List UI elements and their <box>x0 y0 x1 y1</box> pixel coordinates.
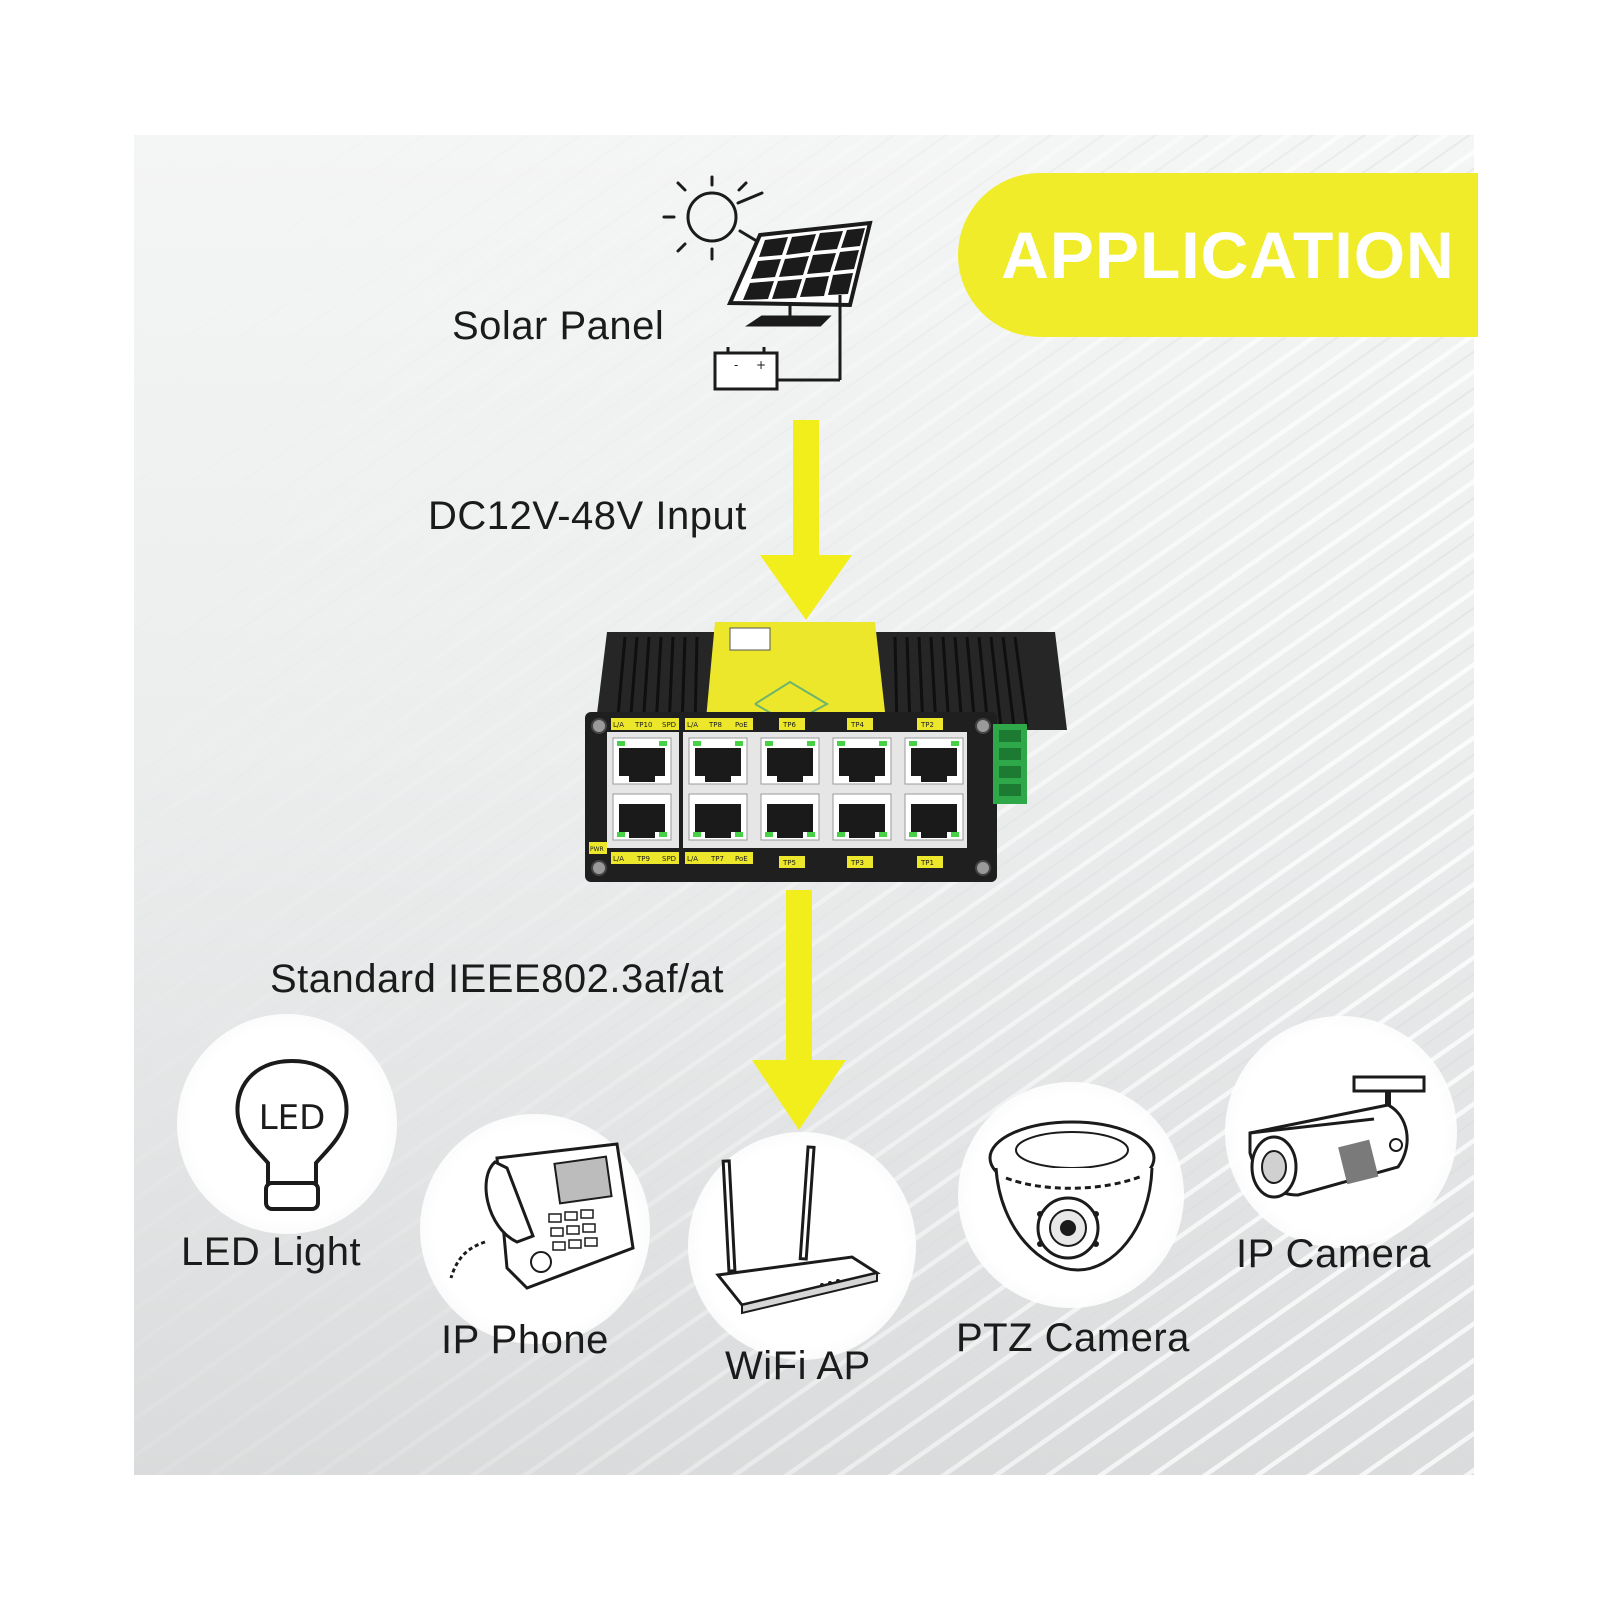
rj45-port <box>760 793 820 841</box>
dome-camera-icon <box>988 1120 1156 1272</box>
port-label-tp8: TP8 <box>708 721 722 729</box>
led-bulb-icon: LED <box>235 1058 349 1211</box>
port-label-tp7: TP7 <box>710 855 724 863</box>
port-label-tp1: TP1 <box>920 859 934 867</box>
port-label-tp4: TP4 <box>850 721 864 729</box>
svg-text:-: - <box>734 358 738 372</box>
port-label-la-1: L/A <box>613 721 624 729</box>
device-label-ip-phone: IP Phone <box>441 1318 609 1362</box>
solar-panel-label: Solar Panel <box>452 304 665 348</box>
rj45-port <box>832 737 892 785</box>
input-arrow <box>760 420 852 620</box>
port-label-tp6: TP6 <box>782 721 796 729</box>
output-label: Standard IEEE802.3af/at <box>270 957 725 1001</box>
port-label-tp5: TP5 <box>782 859 796 867</box>
poe-switch: L/A TP10 SPD L/A TP8 PoE TP6 TP4 TP2 PWR… <box>585 622 1067 882</box>
rj45-port <box>612 737 672 785</box>
port-label-poe-1: PoE <box>735 721 748 729</box>
rj45-port <box>688 793 748 841</box>
bullet-camera-icon <box>1248 1075 1426 1199</box>
device-label-wifi-ap: WiFi AP <box>725 1344 871 1388</box>
port-label-tp10: TP10 <box>634 721 652 729</box>
device-label-led-light: LED Light <box>181 1230 362 1274</box>
device-label-ip-camera: IP Camera <box>1236 1232 1431 1276</box>
rj45-port <box>832 793 892 841</box>
rj45-port <box>904 793 964 841</box>
port-label-la-4: L/A <box>687 855 698 863</box>
wifi-router-icon <box>715 1145 881 1315</box>
rj45-port <box>688 737 748 785</box>
port-label-poe-2: PoE <box>735 855 748 863</box>
port-label-tp9: TP9 <box>636 855 650 863</box>
output-arrow <box>752 890 846 1130</box>
rj45-port <box>612 793 672 841</box>
port-label-tp2: TP2 <box>920 721 934 729</box>
ip-phone-icon <box>449 1142 635 1290</box>
banner-title: APPLICATION <box>1001 218 1455 292</box>
led-bulb-text: LED <box>259 1098 326 1138</box>
rj45-port <box>760 737 820 785</box>
port-label-spd-2: SPD <box>662 855 676 863</box>
port-label-la-2: L/A <box>687 721 698 729</box>
svg-text:+: + <box>756 358 766 372</box>
device-label-ptz-camera: PTZ Camera <box>956 1316 1190 1360</box>
port-label-pwr: PWR <box>590 846 604 853</box>
solar-panel-icon: - + <box>662 175 873 391</box>
ethernet-ports <box>612 737 964 841</box>
input-label: DC12V-48V Input <box>428 494 747 538</box>
port-label-la-3: L/A <box>613 855 624 863</box>
port-label-tp3: TP3 <box>850 859 864 867</box>
port-label-spd-1: SPD <box>662 721 676 729</box>
application-banner: APPLICATION <box>958 173 1478 337</box>
rj45-port <box>904 737 964 785</box>
